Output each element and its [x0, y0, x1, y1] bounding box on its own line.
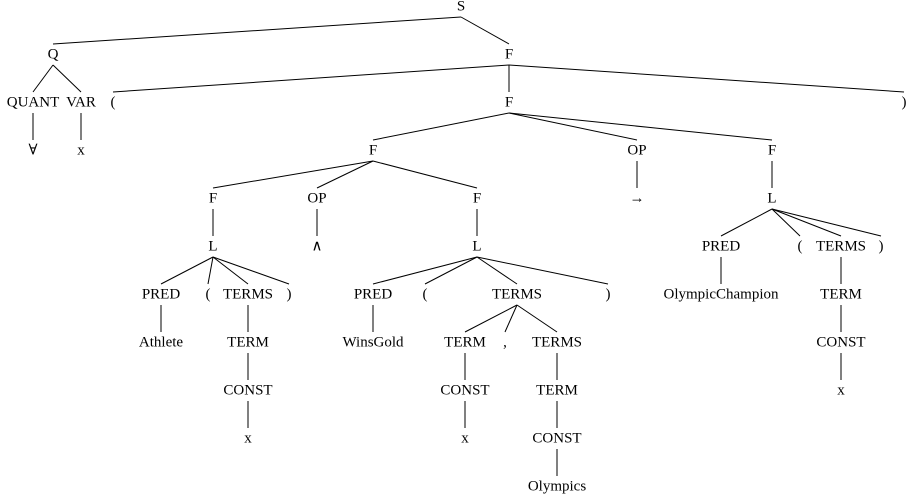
node-OP1: OP	[307, 190, 326, 206]
node-CONST2: CONST	[440, 382, 489, 398]
node-CONST1: CONST	[223, 382, 272, 398]
node-rp3: )	[879, 238, 884, 254]
edge-F1-F3	[508, 112, 773, 141]
node-TERM4: TERM	[820, 286, 862, 302]
node-TERM1: TERM	[227, 334, 269, 350]
edge-L1-TERMS1	[212, 256, 249, 285]
node-comma: ,	[503, 334, 507, 350]
node-S: S	[457, 0, 465, 14]
node-F0: F	[505, 46, 513, 62]
node-and: ∧	[312, 238, 323, 254]
node-forall: ∀	[28, 142, 37, 158]
edge-L2-rp2	[476, 256, 609, 285]
node-F2: F	[369, 142, 377, 158]
node-x1: x	[244, 430, 252, 446]
node-TERMS4: TERMS	[816, 238, 866, 254]
edge-L3-rp3	[771, 208, 882, 237]
node-rp1: )	[287, 286, 292, 302]
edge-Q-QUANT	[32, 64, 54, 93]
node-TERM3: TERM	[536, 382, 578, 398]
edge-Q-VAR	[52, 64, 82, 93]
edge-L2-PRED2	[372, 256, 478, 285]
edge-L2-TERMS2	[476, 256, 518, 285]
edge-L3-TERMS4	[771, 208, 842, 237]
edge-S-Q	[52, 16, 462, 45]
edge-F2-OP1	[316, 160, 374, 189]
node-VAR: VAR	[66, 94, 96, 110]
node-F4: F	[209, 190, 217, 206]
edge-F1-OP2	[508, 112, 638, 141]
edge-F2-F4	[212, 160, 374, 189]
node-TERMS3: TERMS	[532, 334, 582, 350]
node-CONST4: CONST	[816, 334, 865, 350]
node-lp2: (	[423, 286, 428, 302]
edge-L3-PRED3	[720, 208, 773, 237]
node-Athlete: Athlete	[139, 334, 183, 350]
node-lparen0: (	[111, 94, 116, 110]
node-OP2: OP	[627, 142, 646, 158]
node-L2: L	[472, 238, 481, 254]
edge-F2-F5	[372, 160, 478, 189]
node-x_var: x	[77, 142, 85, 158]
edge-F0-rparen0	[508, 64, 905, 93]
edge-TERMS2-TERM2	[464, 304, 518, 333]
edge-L1-rp1	[212, 256, 290, 285]
node-x2: x	[461, 430, 469, 446]
node-PRED1: PRED	[142, 286, 181, 302]
edge-F1-F2	[372, 112, 510, 141]
node-F1: F	[505, 94, 513, 110]
node-implies: →	[630, 190, 645, 206]
edge-TERMS2-TERMS3	[516, 304, 558, 333]
node-F3: F	[768, 142, 776, 158]
node-F5: F	[473, 190, 481, 206]
node-L1: L	[208, 238, 217, 254]
node-rparen0: )	[902, 94, 907, 110]
node-x3: x	[837, 382, 845, 398]
edge-L2-lp2	[424, 256, 478, 285]
tree-edges	[32, 16, 905, 476]
node-CONST3: CONST	[532, 430, 581, 446]
node-L3: L	[767, 190, 776, 206]
edge-L1-PRED1	[160, 256, 214, 285]
node-PRED2: PRED	[354, 286, 393, 302]
node-TERMS2: TERMS	[492, 286, 542, 302]
node-TERMS1: TERMS	[223, 286, 273, 302]
node-rp2: )	[606, 286, 611, 302]
edge-L1-lp1	[207, 256, 214, 285]
edge-L3-lp3	[771, 208, 801, 237]
edge-F0-lparen0	[112, 64, 510, 93]
tree-labels: S Q F QUANT VAR ∀ x ( F) F OP F → F OP F L ∧ L PRED ( TERMS) A…	[7, 0, 907, 494]
node-TERM2: TERM	[444, 334, 486, 350]
node-QUANT: QUANT	[7, 94, 60, 110]
edge-TERMS2-comma	[504, 304, 518, 333]
node-lp1: (	[206, 286, 211, 302]
node-OlympicChampion: OlympicChampion	[664, 286, 779, 302]
node-Q: Q	[48, 46, 59, 62]
node-Olympics: Olympics	[528, 478, 586, 494]
node-lp3: (	[798, 238, 803, 254]
edge-S-F0	[460, 16, 510, 45]
node-PRED3: PRED	[702, 238, 741, 254]
node-WinsGold: WinsGold	[342, 334, 404, 350]
